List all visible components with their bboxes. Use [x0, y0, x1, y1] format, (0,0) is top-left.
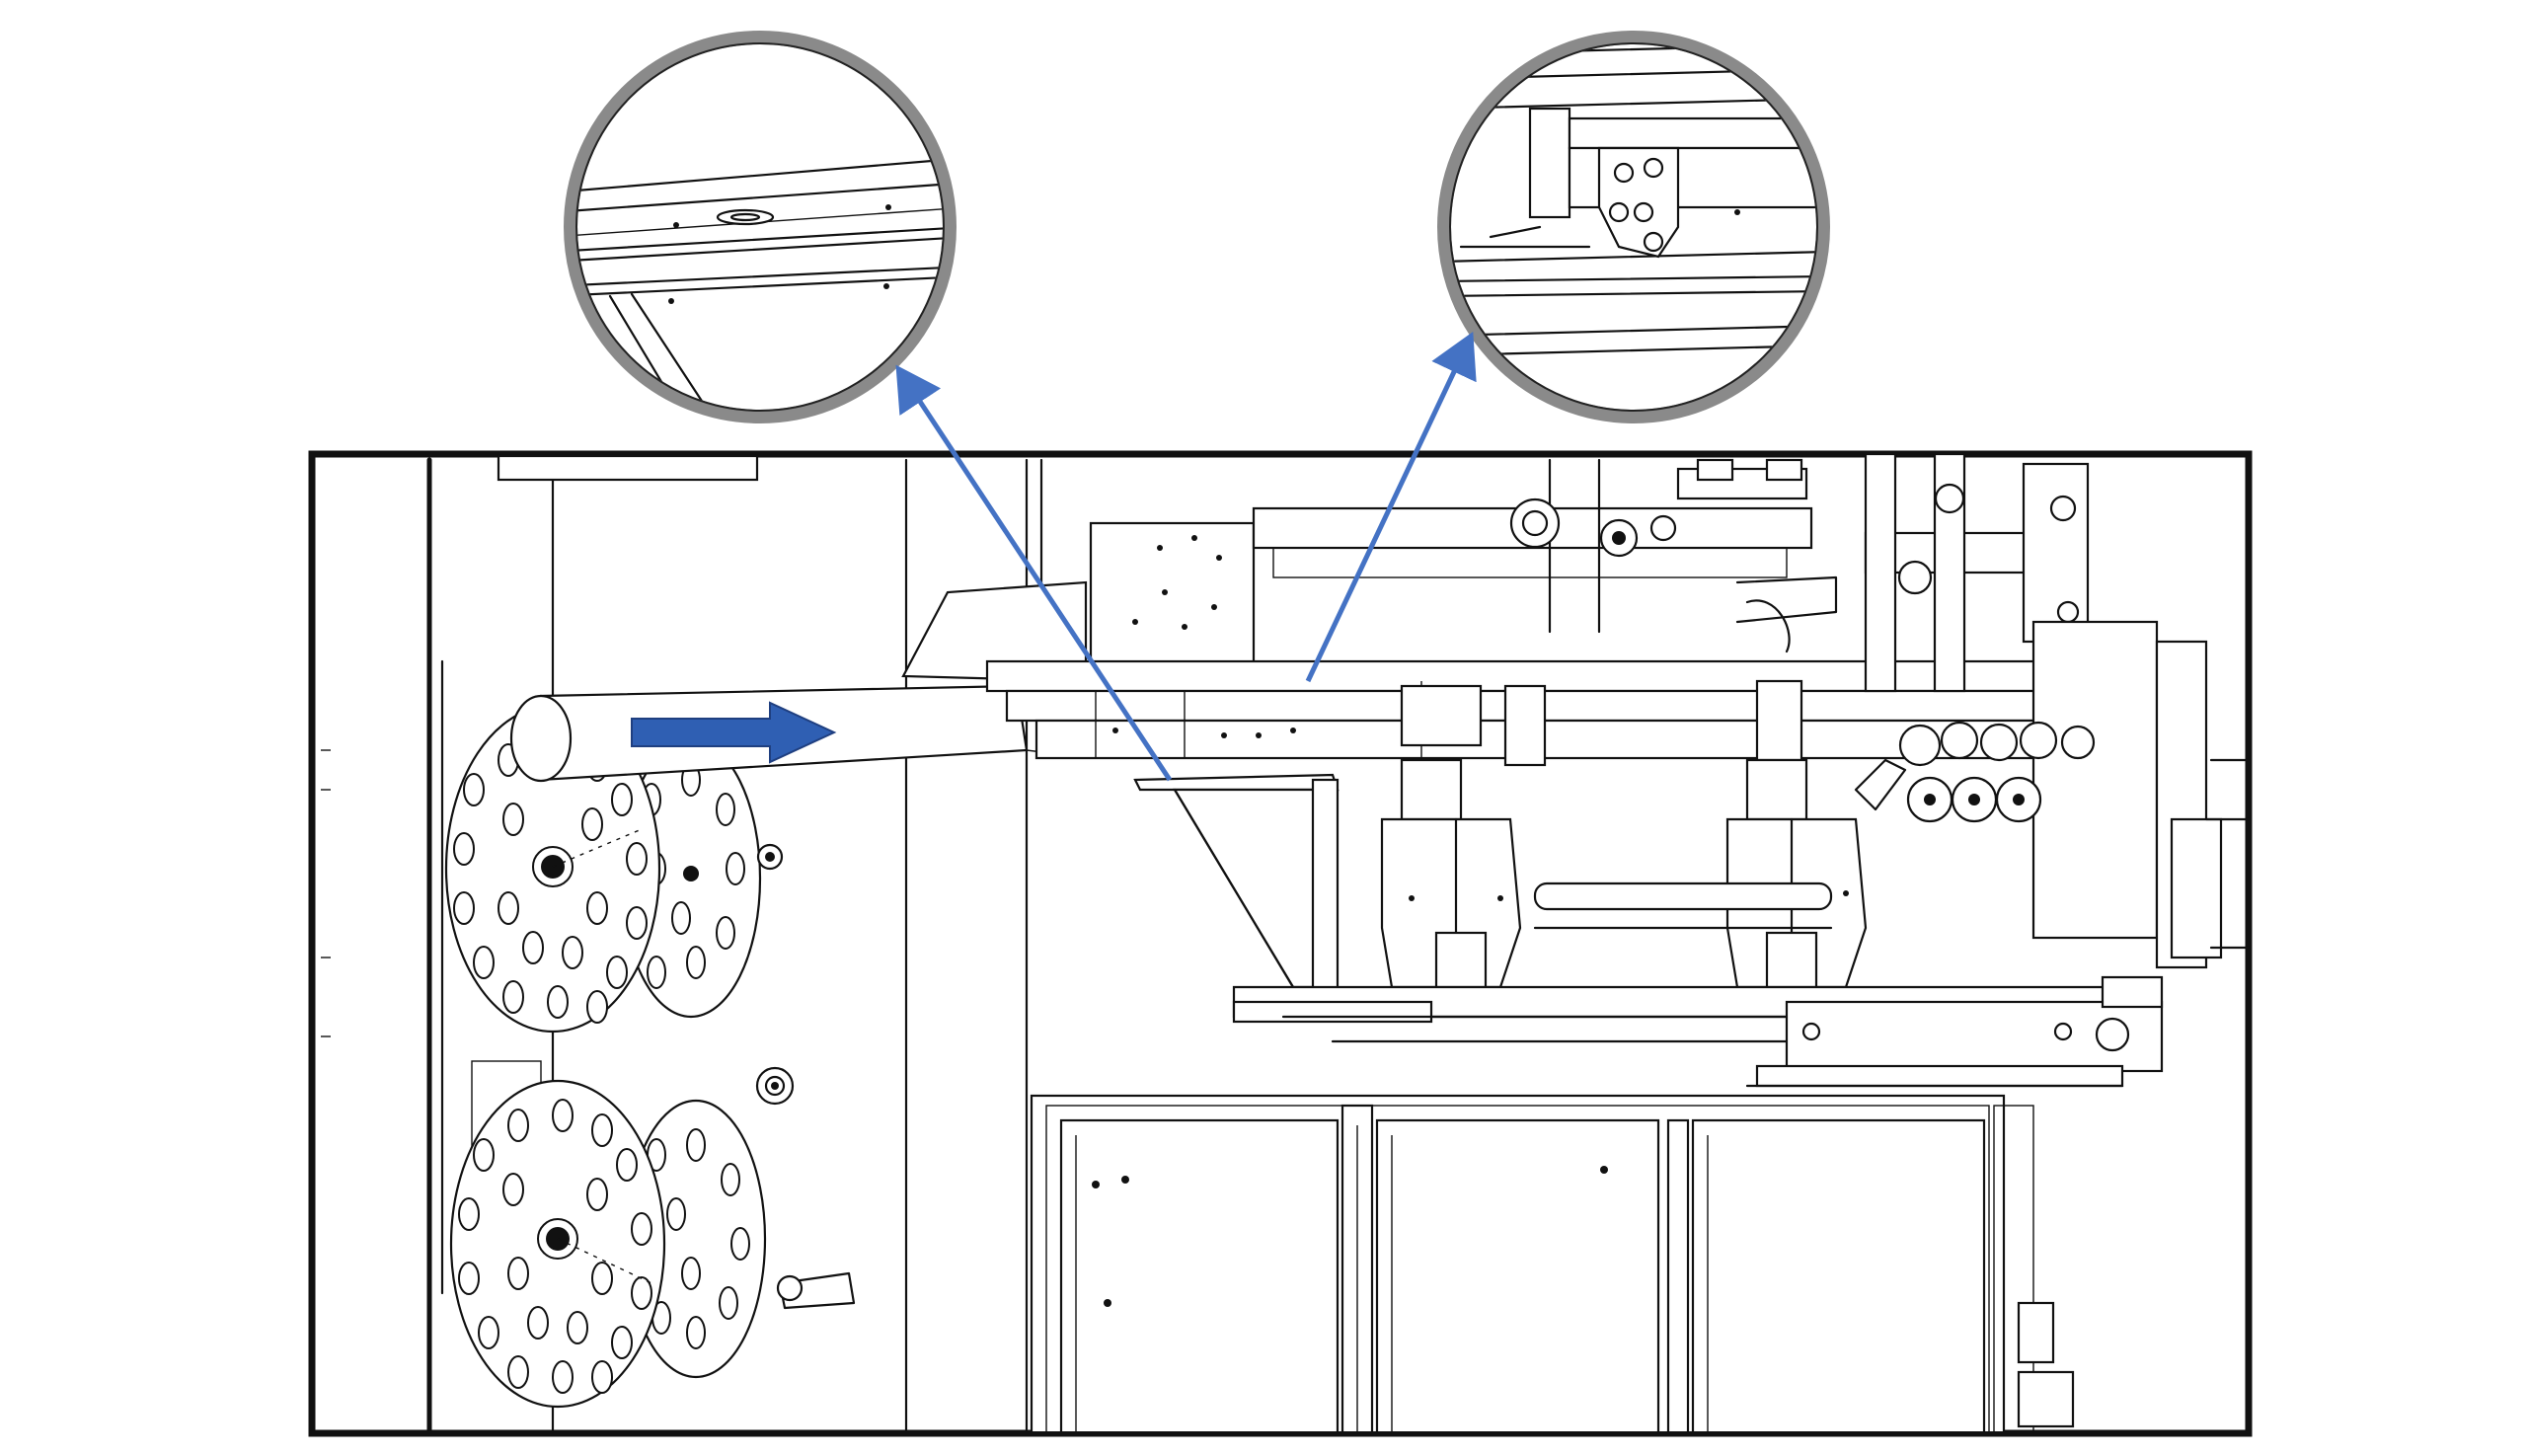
lower-reel-holes [458, 1099, 652, 1394]
flow-direction-arrow [631, 701, 837, 764]
lower-cabinet [1030, 1094, 2075, 1431]
upper-reel-knob [756, 843, 784, 871]
lower-reel-knobs [755, 1066, 856, 1310]
callout-arrow-right [1305, 331, 1477, 683]
center-machinery [901, 454, 2249, 1431]
callout-arrow-left [895, 364, 1173, 782]
lower-reel-back [625, 1099, 767, 1379]
detail-magnifier-left [564, 31, 957, 423]
lower-reel-front [449, 1079, 666, 1409]
gear-cluster [1854, 721, 2096, 823]
detail-magnifier-right [1437, 31, 1830, 423]
main-frame [308, 450, 2253, 1437]
